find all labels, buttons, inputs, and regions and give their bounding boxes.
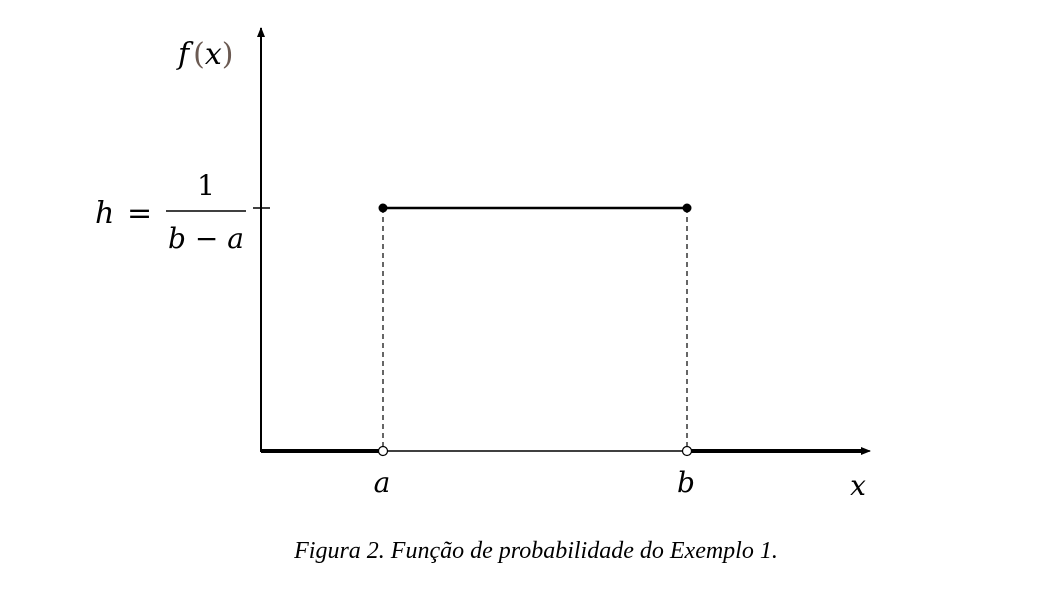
x-axis-label: x: [850, 469, 866, 502]
y-label-var: x: [205, 37, 222, 72]
open-point-a: [377, 445, 389, 457]
closed-point-b: [682, 203, 692, 213]
point-b-label: b: [677, 466, 695, 499]
y-label-func: f: [176, 37, 194, 72]
y-label-open-paren: (: [193, 37, 205, 72]
h-equals: =: [127, 196, 152, 231]
open-point-b: [681, 445, 693, 457]
h-numerator: 1: [197, 169, 215, 202]
h-symbol: h: [95, 196, 114, 231]
y-axis-label: f(x): [176, 37, 233, 72]
point-a-label: a: [374, 466, 391, 499]
closed-point-a: [378, 203, 388, 213]
figure-caption: Figura 2. Função de probabilidade do Exe…: [294, 538, 778, 564]
h-denominator: b − a: [168, 222, 244, 255]
y-label-close-paren: ): [222, 37, 234, 72]
